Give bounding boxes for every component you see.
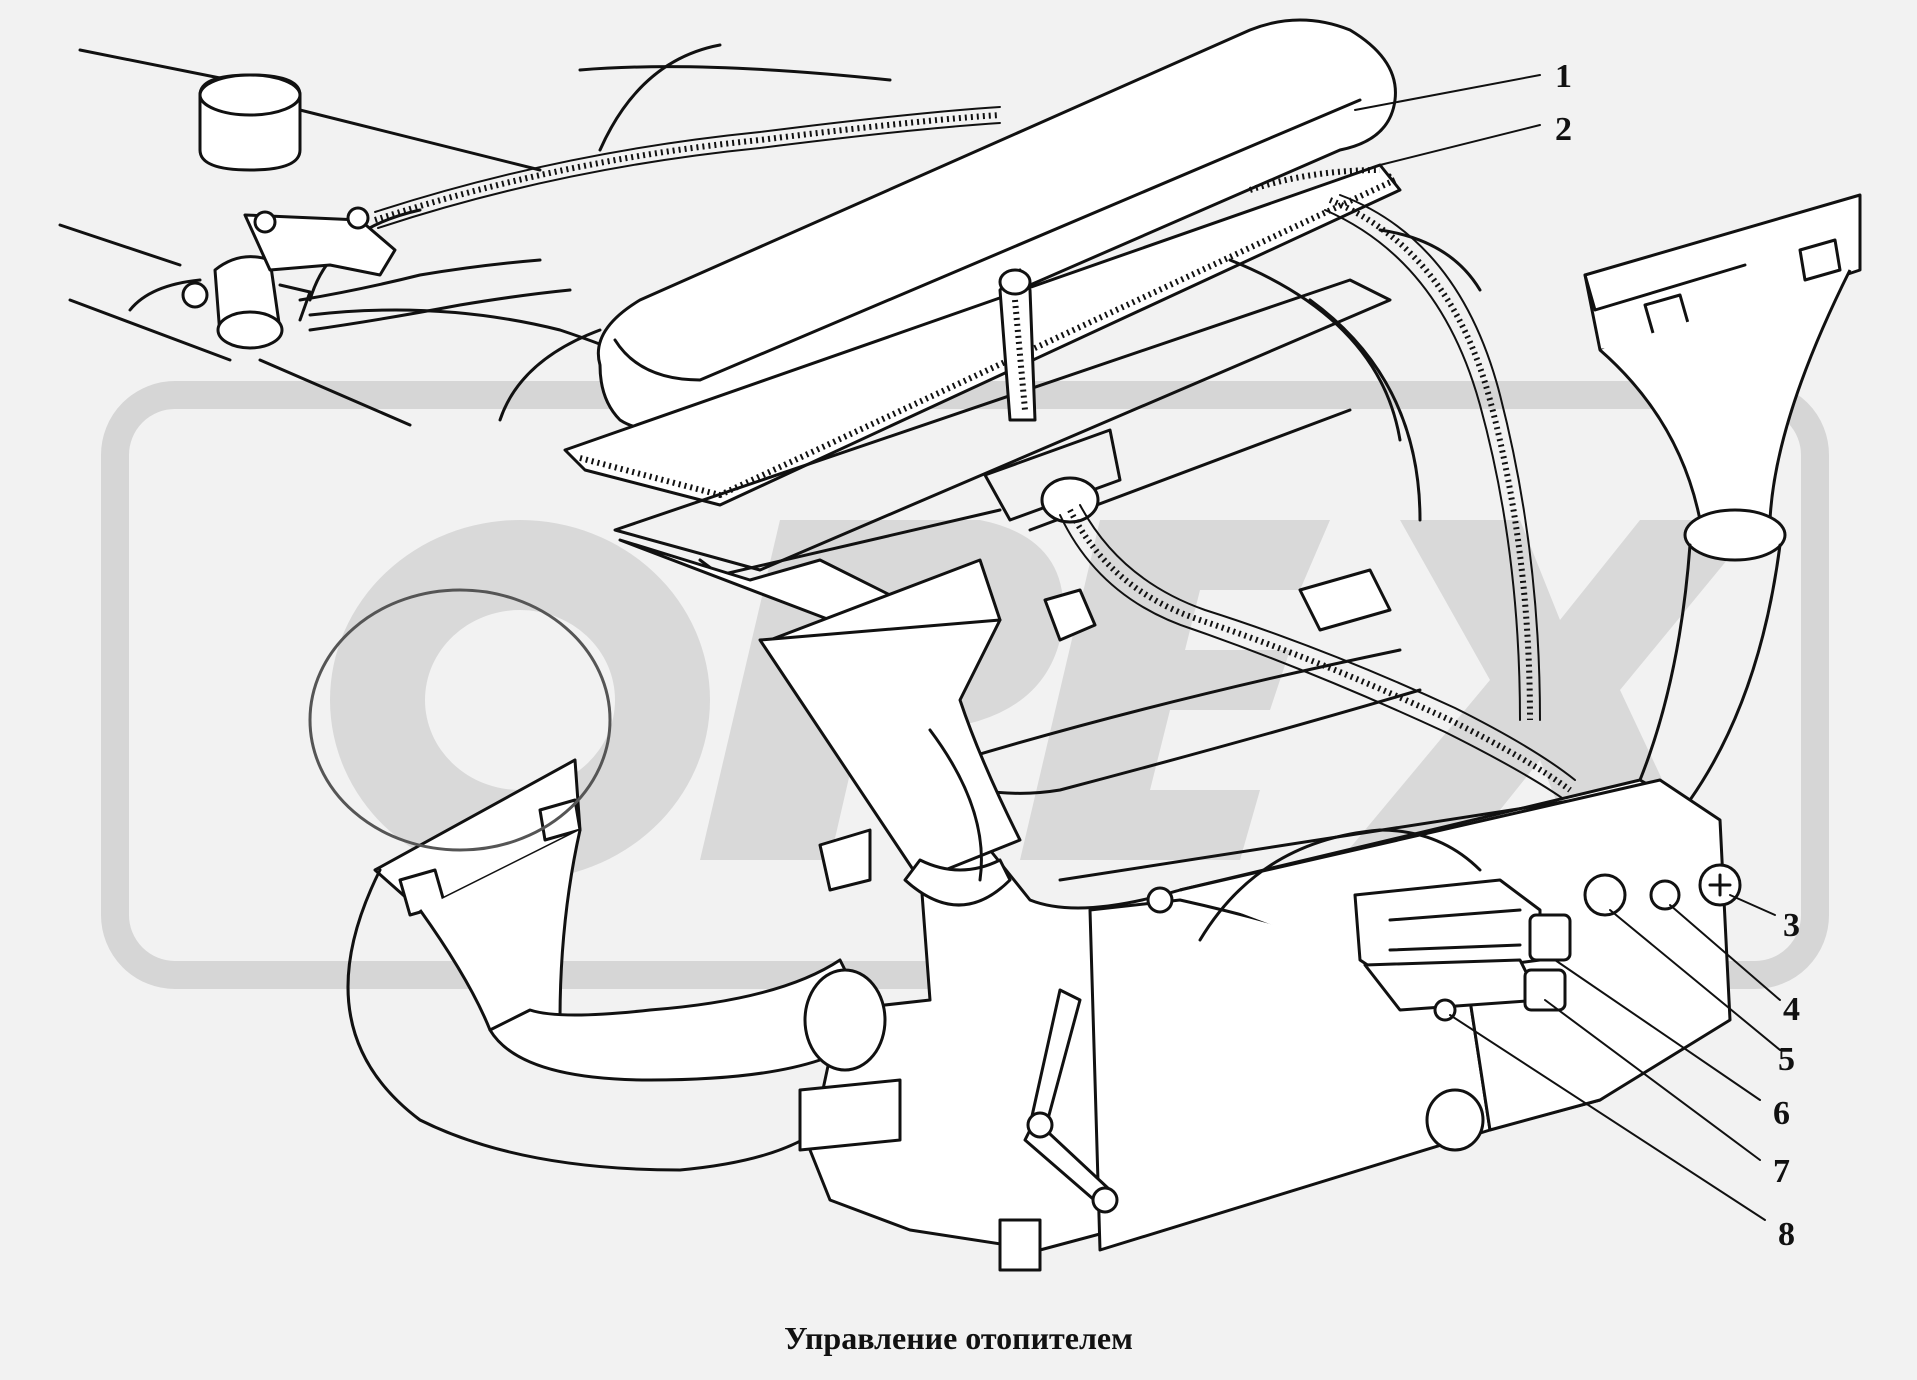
center-air-duct (758, 558, 1392, 907)
callout-2: 2 (1555, 111, 1572, 148)
heater-tap (181, 206, 572, 350)
reservoir-cap (198, 73, 302, 172)
temperature-cable (998, 268, 1576, 801)
control-lever-assembly (1353, 863, 1742, 1022)
diagram-caption: Управление отопителем (784, 1320, 1133, 1356)
lever-knob-upper (1528, 913, 1572, 962)
valve-cable (374, 112, 1001, 223)
watermark-letter-e (1020, 520, 1330, 860)
body-panel-outline (58, 43, 1482, 427)
adjusting-screw (1583, 873, 1627, 917)
callout-labels: 1 2 3 4 5 6 7 8 (1555, 58, 1800, 1253)
flap-cable (1324, 194, 1541, 721)
callout-8: 8 (1778, 1216, 1795, 1253)
leader-lines (1354, 74, 1781, 1221)
callout-6: 6 (1773, 1095, 1790, 1132)
left-air-duct (308, 588, 887, 1172)
callout-1: 1 (1555, 58, 1572, 95)
right-air-duct (1583, 193, 1862, 802)
callout-5: 5 (1778, 1041, 1795, 1078)
spring (1649, 879, 1681, 911)
callout-7: 7 (1773, 1153, 1790, 1190)
lever-knob-lower (1523, 968, 1567, 1012)
callout-4: 4 (1783, 991, 1800, 1028)
flap-actuator (798, 988, 1119, 1272)
watermark-letter-x (1340, 520, 1760, 860)
callout-3: 3 (1783, 907, 1800, 944)
